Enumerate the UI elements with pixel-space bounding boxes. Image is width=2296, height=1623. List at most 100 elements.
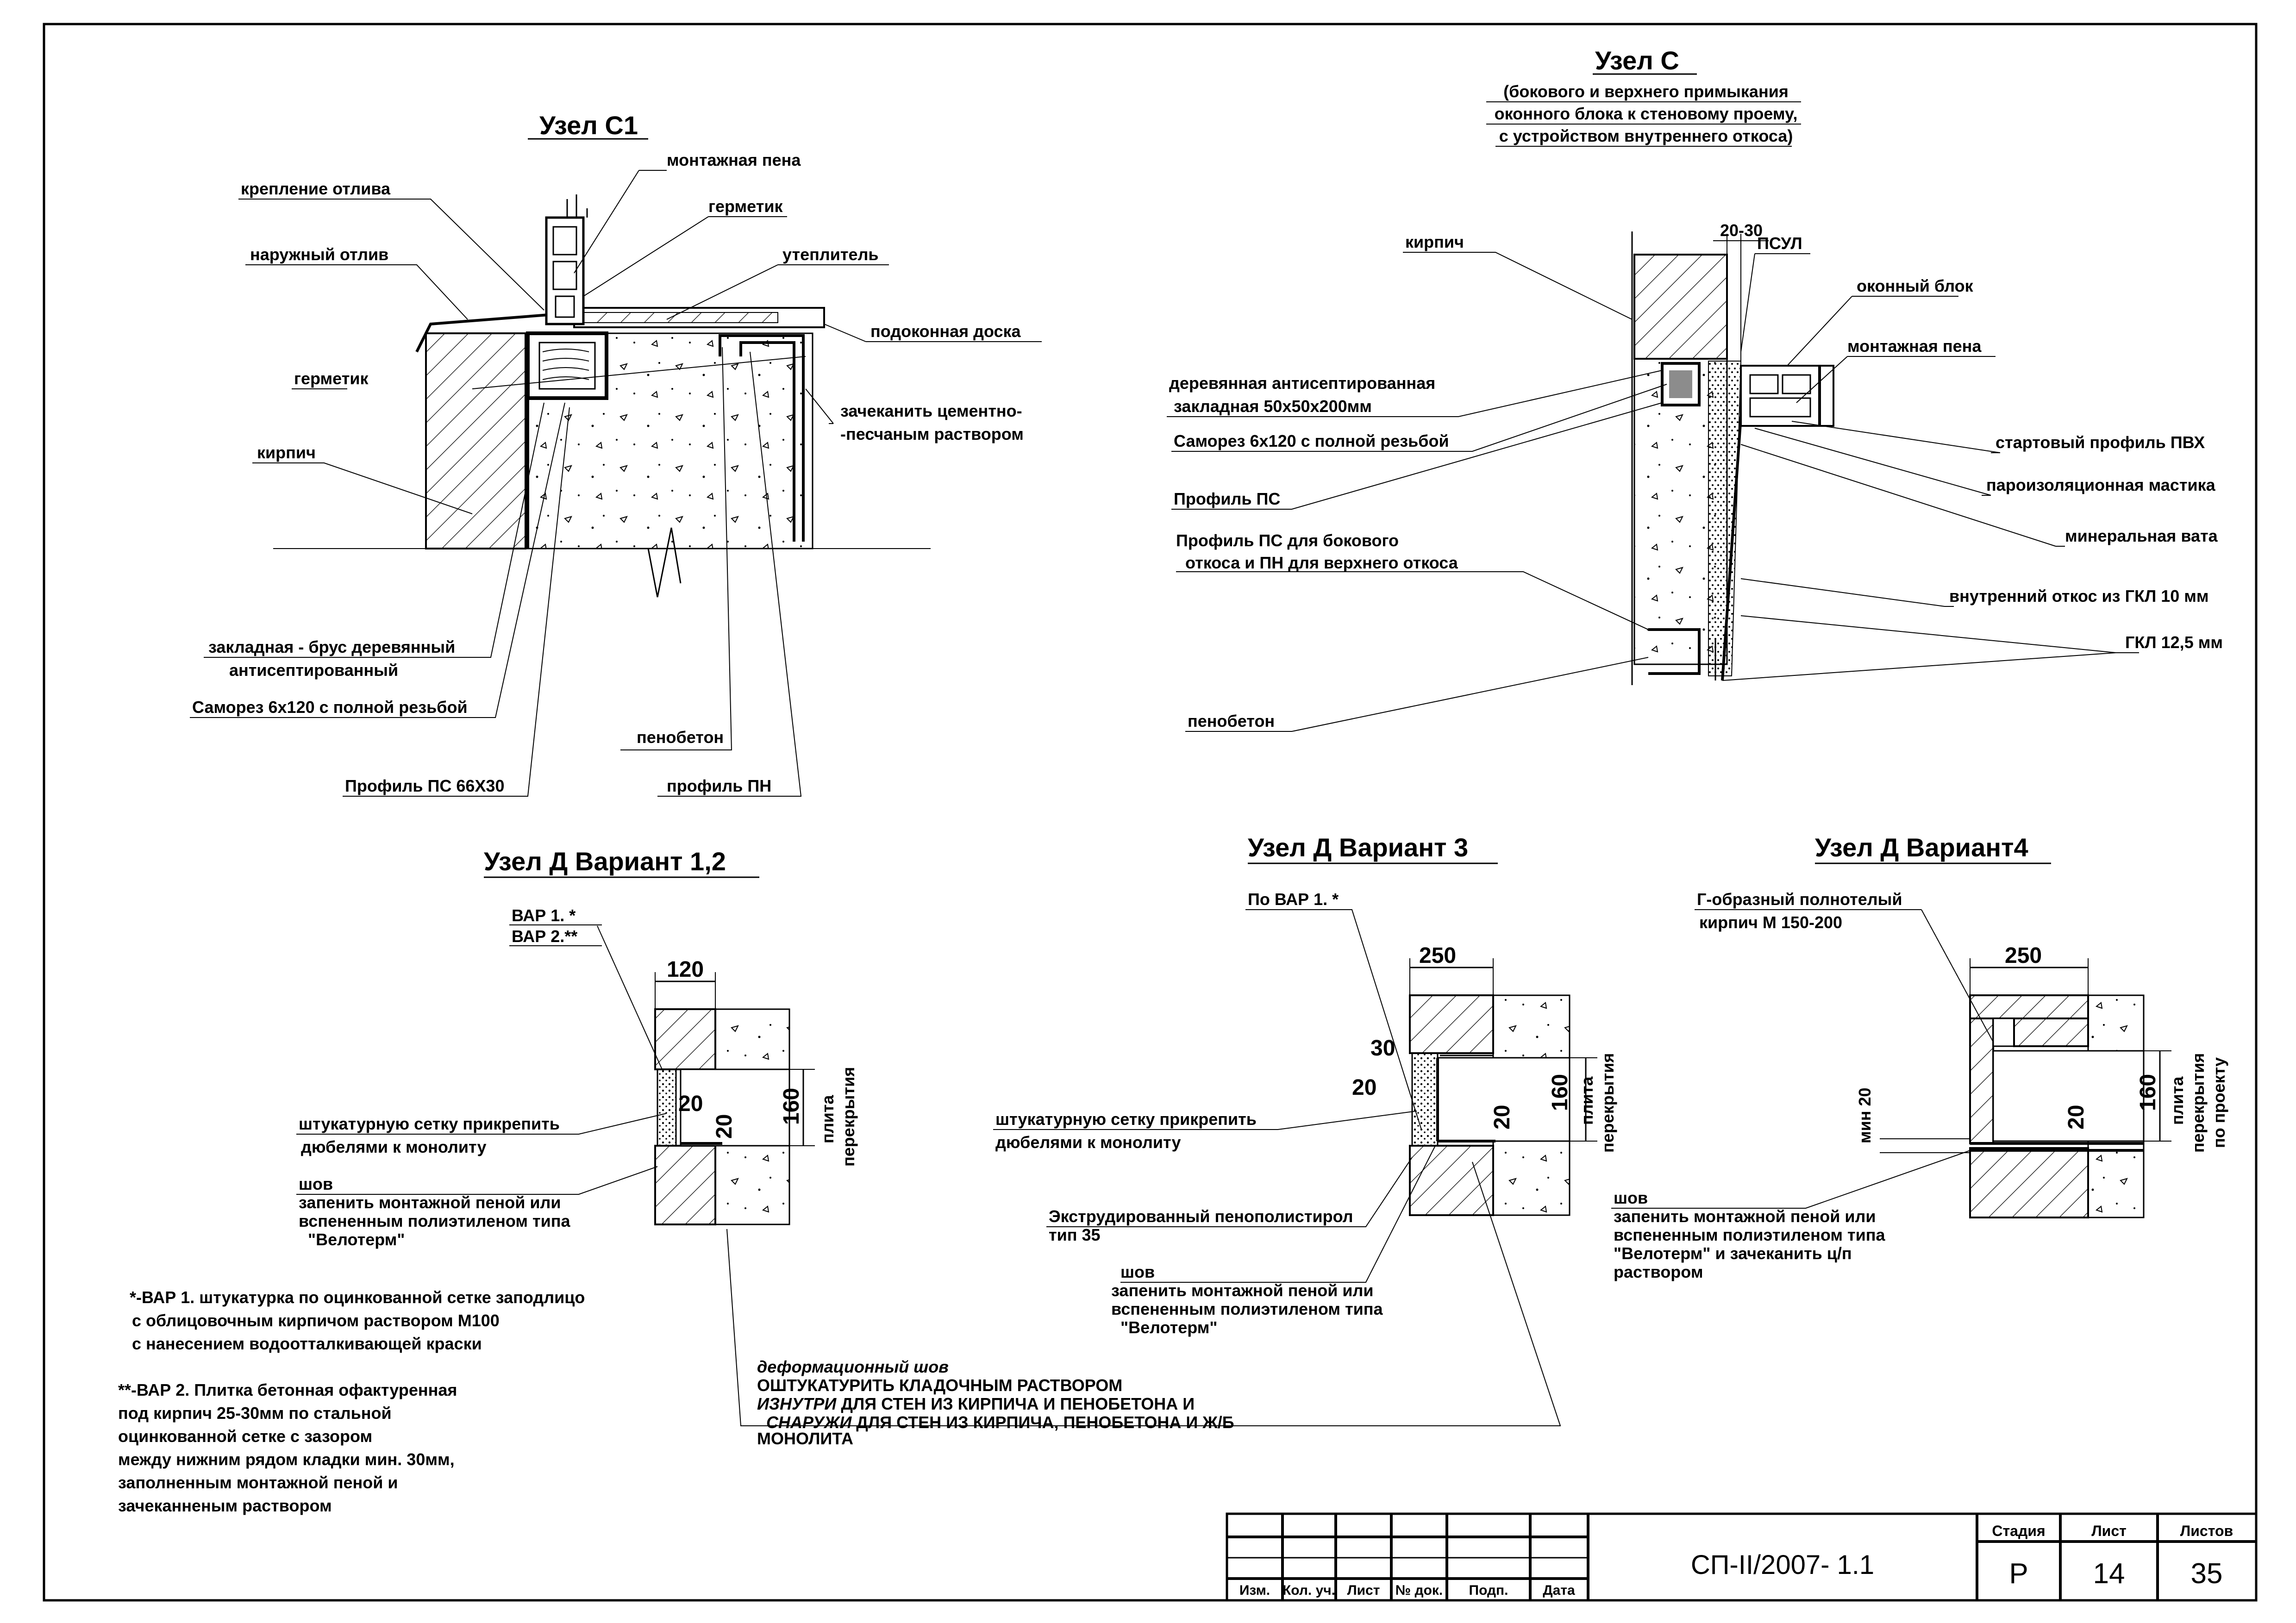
d12-dim-20b: 20	[712, 1114, 737, 1139]
c-label-foam-concrete: пенобетон	[1188, 712, 1275, 730]
c-label-gkl: ГКЛ 12,5 мм	[2125, 633, 2223, 652]
c1-label-screw: Саморез 6х120 с полной резьбой	[192, 698, 468, 717]
d12-var2: ВАР 2.**	[512, 927, 577, 946]
c-mineral-wool	[1708, 361, 1742, 676]
c1-label-sealant-left: герметик	[294, 369, 369, 388]
node-d4-title: Узел Д Вариант4	[1815, 833, 2028, 862]
c1-label-profile-pn: профиль ПН	[667, 776, 771, 795]
tb-code: СП-II/2007- 1.1	[1691, 1550, 1874, 1580]
deformation-line-2-em: ИЗНУТРИ	[757, 1394, 837, 1413]
d4-dim-min: мин 20	[1855, 1087, 1874, 1143]
deformation-line-2-text: ДЛЯ СТЕН ИЗ КИРПИЧА И ПЕНОБЕТОНА И	[836, 1394, 1195, 1413]
c1-label-foam-concrete: пенобетон	[637, 728, 724, 747]
d4-slab-2: перекрытия	[2189, 1053, 2208, 1153]
tb-col-date: Дата	[1543, 1583, 1575, 1598]
c-label-profile-ps: Профиль ПС	[1174, 489, 1280, 508]
deformation-title: деформационный шов	[757, 1357, 949, 1376]
d12-dim-160: 160	[779, 1088, 804, 1125]
c-label-embed-1: деревянная антисептированная	[1169, 374, 1435, 393]
deformation-line-4: МОНОЛИТА	[757, 1429, 853, 1448]
d12-mesh-2: дюбелями к монолиту	[301, 1137, 487, 1156]
d12-seam-3: вспененным полиэтиленом типа	[299, 1211, 570, 1230]
tb-stage: Р	[2009, 1558, 2028, 1590]
d3-slab-2: перекрытия	[1598, 1053, 1617, 1153]
d3-seam-2: запенить монтажной пеной или	[1111, 1281, 1374, 1300]
c-label-profile-side-1: Профиль ПС для бокового	[1176, 531, 1399, 550]
c1-label-brick: кирпич	[257, 443, 316, 462]
node-d12-diagram: Узел Д Вариант 1,2 ВАР 1. * ВАР 2.** 120…	[296, 847, 858, 1249]
tb-sheet-label: Лист	[2091, 1523, 2127, 1539]
d3-mesh-2: дюбелями к монолиту	[995, 1133, 1181, 1152]
c-label-foam: монтажная пена	[1847, 337, 1982, 356]
d4-dim-160: 160	[2136, 1074, 2160, 1111]
c-wooden-embed	[1661, 362, 1701, 406]
note-2-line-6: зачеканненым раствором	[118, 1496, 332, 1515]
node-c-title: Узел С	[1595, 46, 1679, 75]
notes-block: *-ВАР 1. штукатурка по оцинкованной сетк…	[118, 1288, 585, 1515]
c1-label-insulation: утеплитель	[782, 245, 879, 264]
tb-sheet: 14	[2093, 1558, 2125, 1590]
d3-xps-2: тип 35	[1049, 1225, 1101, 1244]
tb-col-change: Изм.	[1239, 1583, 1270, 1598]
c1-label-drip-fix: крепление отлива	[241, 179, 391, 198]
c-label-screw: Саморез 6х120 с полной резьбой	[1174, 431, 1449, 450]
c1-label-outer-drip: наружный отлив	[250, 245, 388, 264]
c-label-profile-side-2: откоса и ПН для верхнего откоса	[1185, 553, 1458, 572]
c1-window-frame	[545, 216, 585, 325]
deformation-line-3: СНАРУЖИ ДЛЯ СТЕН ИЗ КИРПИЧА, ПЕНОБЕТОНА …	[766, 1413, 1234, 1432]
d4-seam-4: "Велотерм" и зачеканить ц/п	[1614, 1244, 1852, 1263]
d3-dim-30: 30	[1370, 1036, 1395, 1061]
d12-slab-2: перекрытия	[839, 1067, 858, 1167]
tb-sheets-label: Листов	[2180, 1523, 2233, 1539]
d12-seam-2: запенить монтажной пеной или	[299, 1193, 561, 1212]
node-d3-diagram: Узел Д Вариант 3 По ВАР 1. * 250 30 20 2…	[993, 833, 1617, 1337]
d3-xps-1: Экструдированный пенополистирол	[1049, 1207, 1353, 1226]
d3-ref: По ВАР 1. *	[1248, 890, 1339, 909]
d4-seam-1: шов	[1614, 1188, 1648, 1207]
c-label-psul: ПСУЛ	[1757, 234, 1802, 253]
note-2-line-3: оцинкованной сетке с зазором	[118, 1427, 372, 1446]
title-block: Изм. Кол. уч. Лист № док. Подп. Дата СП-…	[1226, 1512, 2258, 1602]
c1-label-embed-2: антисептированный	[229, 661, 398, 680]
d12-dim-20a: 20	[678, 1092, 703, 1116]
tb-col-doc: № док.	[1395, 1583, 1443, 1598]
c1-label-caulk-1: зачеканить цементно-	[840, 401, 1022, 420]
c-label-vapor-mastic: пароизоляционная мастика	[1986, 475, 2216, 494]
tb-stage-label: Стадия	[1992, 1523, 2045, 1539]
c-label-mineral-wool: минеральная вата	[2065, 526, 2218, 545]
d12-mesh-1: штукатурную сетку прикрепить	[299, 1114, 560, 1133]
deformation-line-3-text: ДЛЯ СТЕН ИЗ КИРПИЧА, ПЕНОБЕТОНА И Ж/Б	[851, 1413, 1234, 1432]
c-window-block	[1740, 365, 1834, 427]
tb-col-sign: Подп.	[1469, 1583, 1508, 1598]
deformation-line-1: ОШТУКАТУРИТЬ КЛАДОЧНЫМ РАСТВОРОМ	[757, 1376, 1122, 1395]
d12-seam-4: "Велотерм"	[308, 1230, 405, 1249]
note-2-line-4: между нижним рядом кладки мин. 30мм,	[118, 1450, 455, 1469]
node-c-diagram: Узел С (бокового и верхнего примыкания о…	[1167, 46, 2223, 732]
c1-label-sill-board: подоконная доска	[870, 322, 1021, 341]
note-2-line-2: под кирпич 25-30мм по стальной	[118, 1404, 392, 1423]
c1-label-sealant-top: герметик	[708, 197, 783, 216]
tb-col-count: Кол. уч.	[1283, 1583, 1335, 1598]
c1-label-profile-ps: Профиль ПС 66Х30	[345, 776, 504, 795]
d3-dim-20b: 20	[1490, 1105, 1514, 1130]
c1-label-embed-1: закладная - брус деревянный	[208, 637, 455, 656]
d3-dim-20a: 20	[1352, 1075, 1376, 1100]
note-2-line-5: заполненным монтажной пеной и	[118, 1473, 398, 1492]
tb-col-sheet: Лист	[1347, 1583, 1380, 1598]
deformation-line-3-em: СНАРУЖИ	[766, 1413, 852, 1432]
d4-seam-5: раствором	[1614, 1262, 1703, 1281]
d12-var1: ВАР 1. *	[512, 906, 576, 925]
deformation-seam-note: деформационный шов ОШТУКАТУРИТЬ КЛАДОЧНЫ…	[726, 1161, 1561, 1448]
c-label-brick: кирпич	[1405, 232, 1464, 251]
deformation-line-2: ИЗНУТРИ ДЛЯ СТЕН ИЗ КИРПИЧА И ПЕНОБЕТОНА…	[757, 1394, 1195, 1413]
d3-seam-4: "Велотерм"	[1120, 1318, 1217, 1337]
d4-slab-3: по проекту	[2209, 1057, 2228, 1148]
node-d4-diagram: Узел Д Вариант4 Г-образный полнотелый ки…	[1611, 833, 2228, 1281]
node-c-subtitle-2: оконного блока к стеновому проему,	[1495, 104, 1798, 123]
d4-seam-3: вспененным полиэтиленом типа	[1614, 1225, 1885, 1244]
c-label-inner-slope: внутренний откос из ГКЛ 10 мм	[1949, 587, 2209, 606]
d3-seam-3: вспененным полиэтиленом типа	[1111, 1299, 1383, 1318]
d4-dim-width: 250	[2005, 943, 2042, 968]
tb-sheets: 35	[2191, 1558, 2223, 1590]
